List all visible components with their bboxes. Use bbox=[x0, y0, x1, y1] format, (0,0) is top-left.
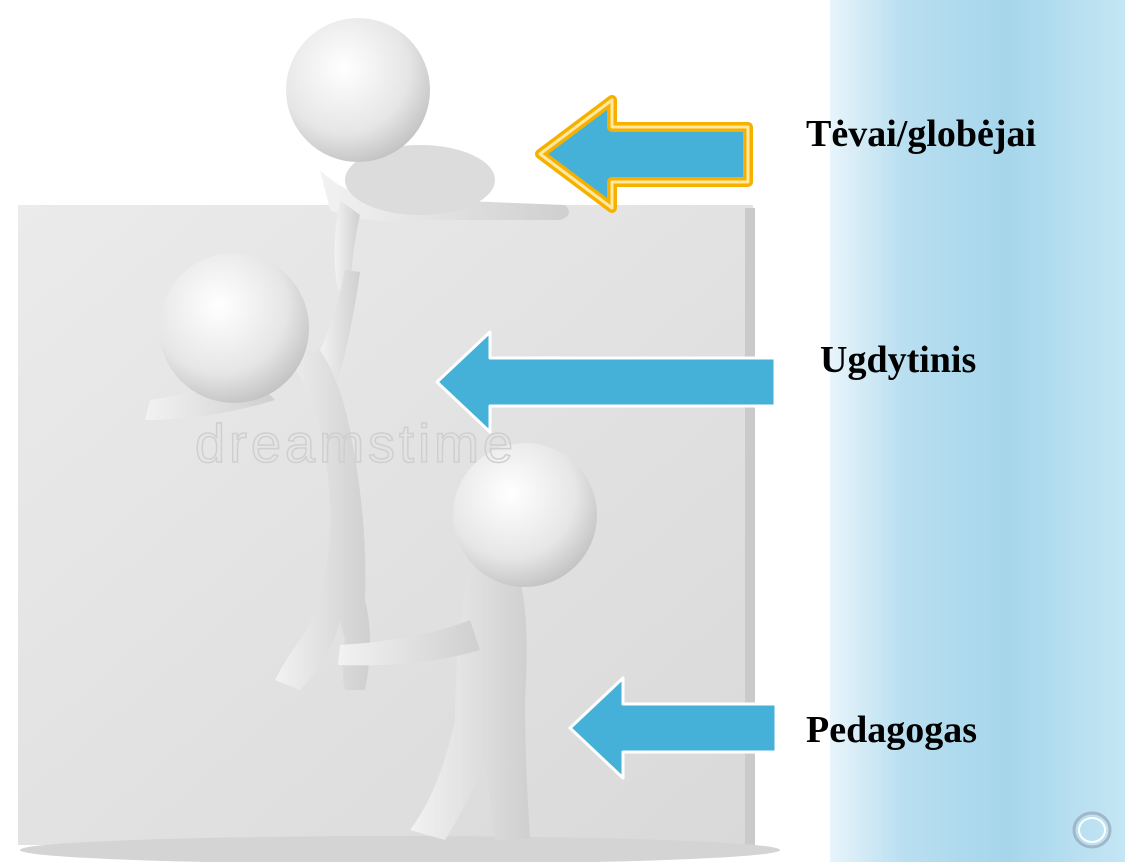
figure-top bbox=[286, 18, 569, 292]
arrow-top-glow-icon bbox=[535, 95, 753, 213]
label-student: Ugdytinis bbox=[820, 339, 977, 381]
watermark: dreamstime bbox=[195, 414, 517, 474]
side-panel bbox=[830, 0, 1125, 862]
ring-icon bbox=[1072, 811, 1112, 849]
climbing-figures-illustration: dreamstime bbox=[18, 18, 780, 862]
label-teacher: Pedagogas bbox=[806, 709, 977, 751]
arrow-bottom-icon bbox=[568, 676, 778, 780]
figure-bottom bbox=[338, 443, 597, 840]
figure-middle bbox=[145, 253, 370, 690]
arrow-middle-icon bbox=[435, 330, 777, 434]
label-parents: Tėvai/globėjai bbox=[806, 113, 1037, 155]
